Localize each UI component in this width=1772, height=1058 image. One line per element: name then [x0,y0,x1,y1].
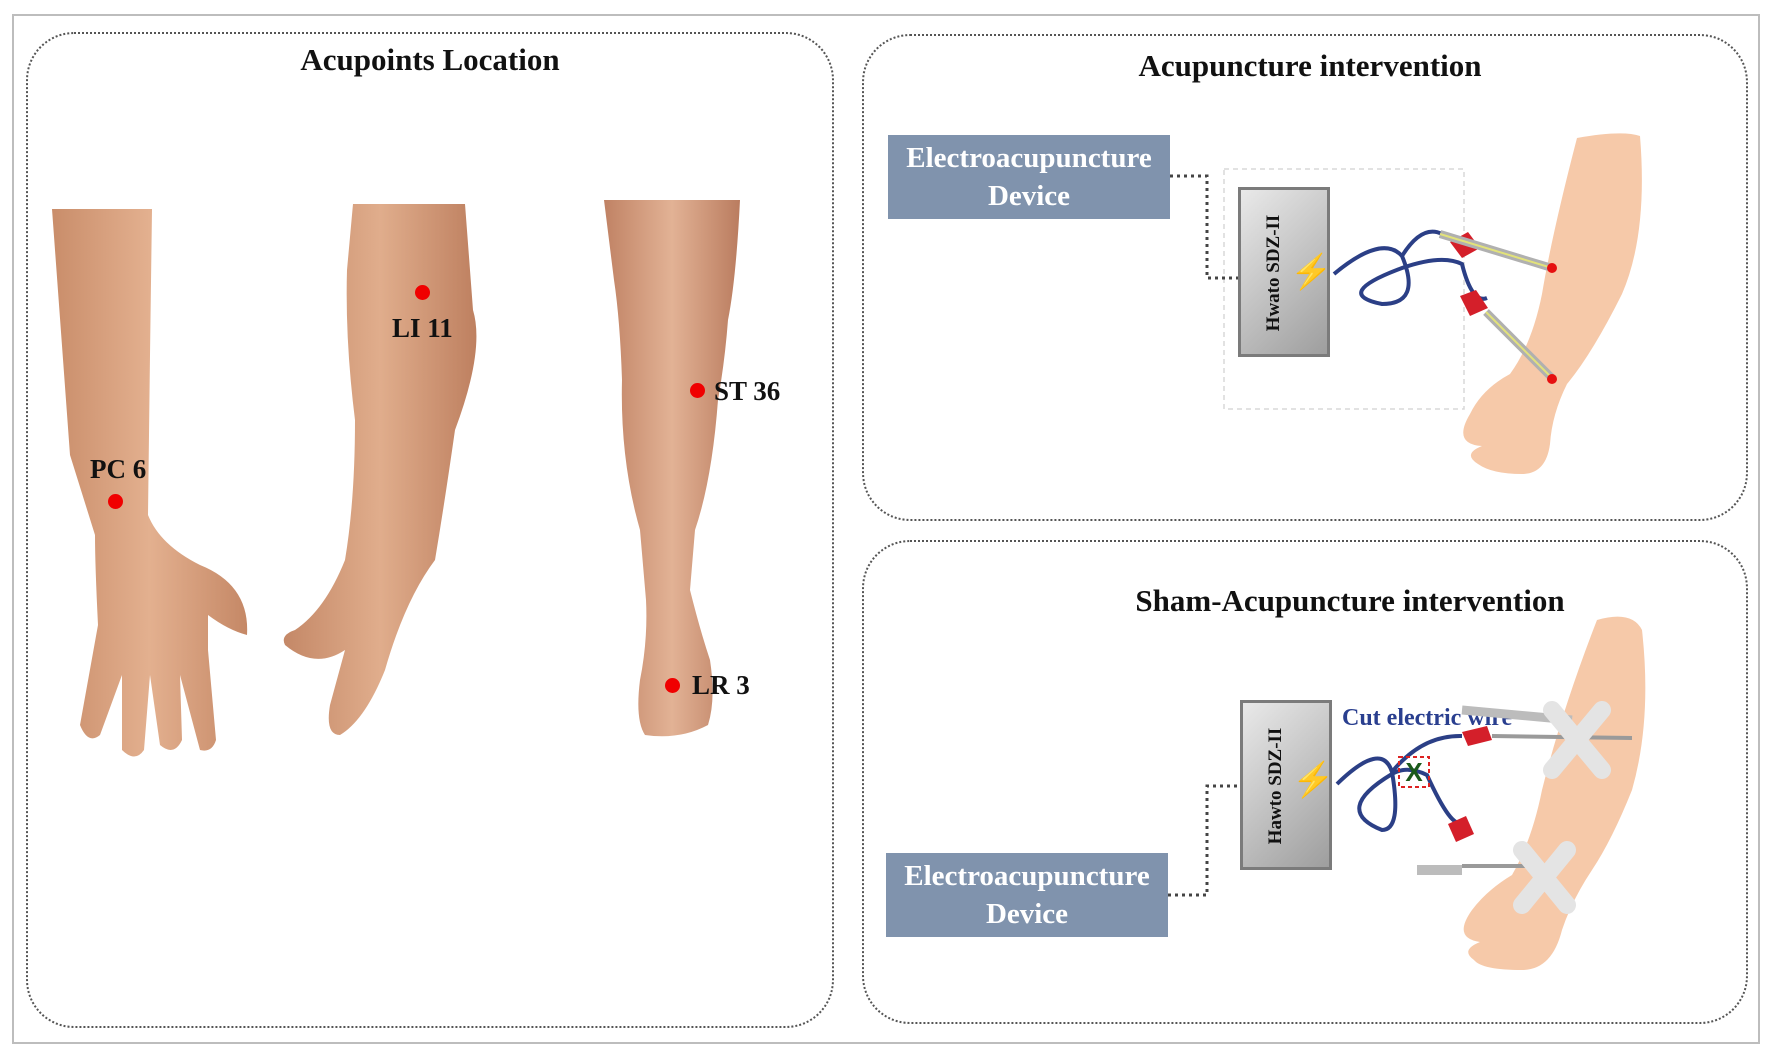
sham-stimulator-machine-label: Hawto SDZ-II [1265,727,1286,845]
acupoint-st36-label: ST 36 [714,376,781,406]
figure-frame [12,14,1760,1044]
stimulator-machine-label: Hwato SDZ-II [1263,214,1284,332]
acupoint-li11-marker [415,285,430,300]
sham-acupuncture-panel [862,540,1748,1024]
acupoint-li11-label: LI 11 [392,313,453,343]
device-label-line1: Electroacupuncture [906,142,1152,174]
sham-acupuncture-title: Sham-Acupuncture intervention [1135,583,1565,618]
acupuncture-intervention-title: Acupuncture intervention [1138,48,1482,83]
sham-device-label-line2: Device [985,898,1069,930]
acupoint-lr3-marker [665,678,680,693]
sham-electroacupuncture-device-box: Electroacupuncture Device [886,853,1168,937]
sham-connection-diagram: X [1168,616,1646,970]
acupuncture-connection-diagram [1170,133,1642,474]
device-label-line2: Device [987,180,1071,212]
acupoints-location-panel [26,32,834,1028]
acupoints-location-title: Acupoints Location [300,42,560,77]
stimulator-machine [1238,187,1330,357]
arm-elbow-illustration [283,204,477,735]
lightning-icon: ⚡ [1290,254,1333,291]
forearm-palm-illustration [52,209,248,757]
acupoint-st36-marker [690,383,705,398]
acupoint-lr3-label: LR 3 [692,670,750,700]
acupuncture-intervention-panel [862,34,1748,521]
svg-text:X: X [1405,757,1423,787]
leg-foot-illustration [604,200,740,737]
electroacupuncture-device-box: Electroacupuncture Device [888,135,1170,219]
sham-lightning-icon: ⚡ [1292,762,1335,799]
sham-stimulator-machine [1240,700,1332,870]
sham-device-label-line1: Electroacupuncture [904,860,1150,892]
acupoint-pc6-label: PC 6 [90,454,147,484]
acupoint-pc6-marker [108,494,123,509]
